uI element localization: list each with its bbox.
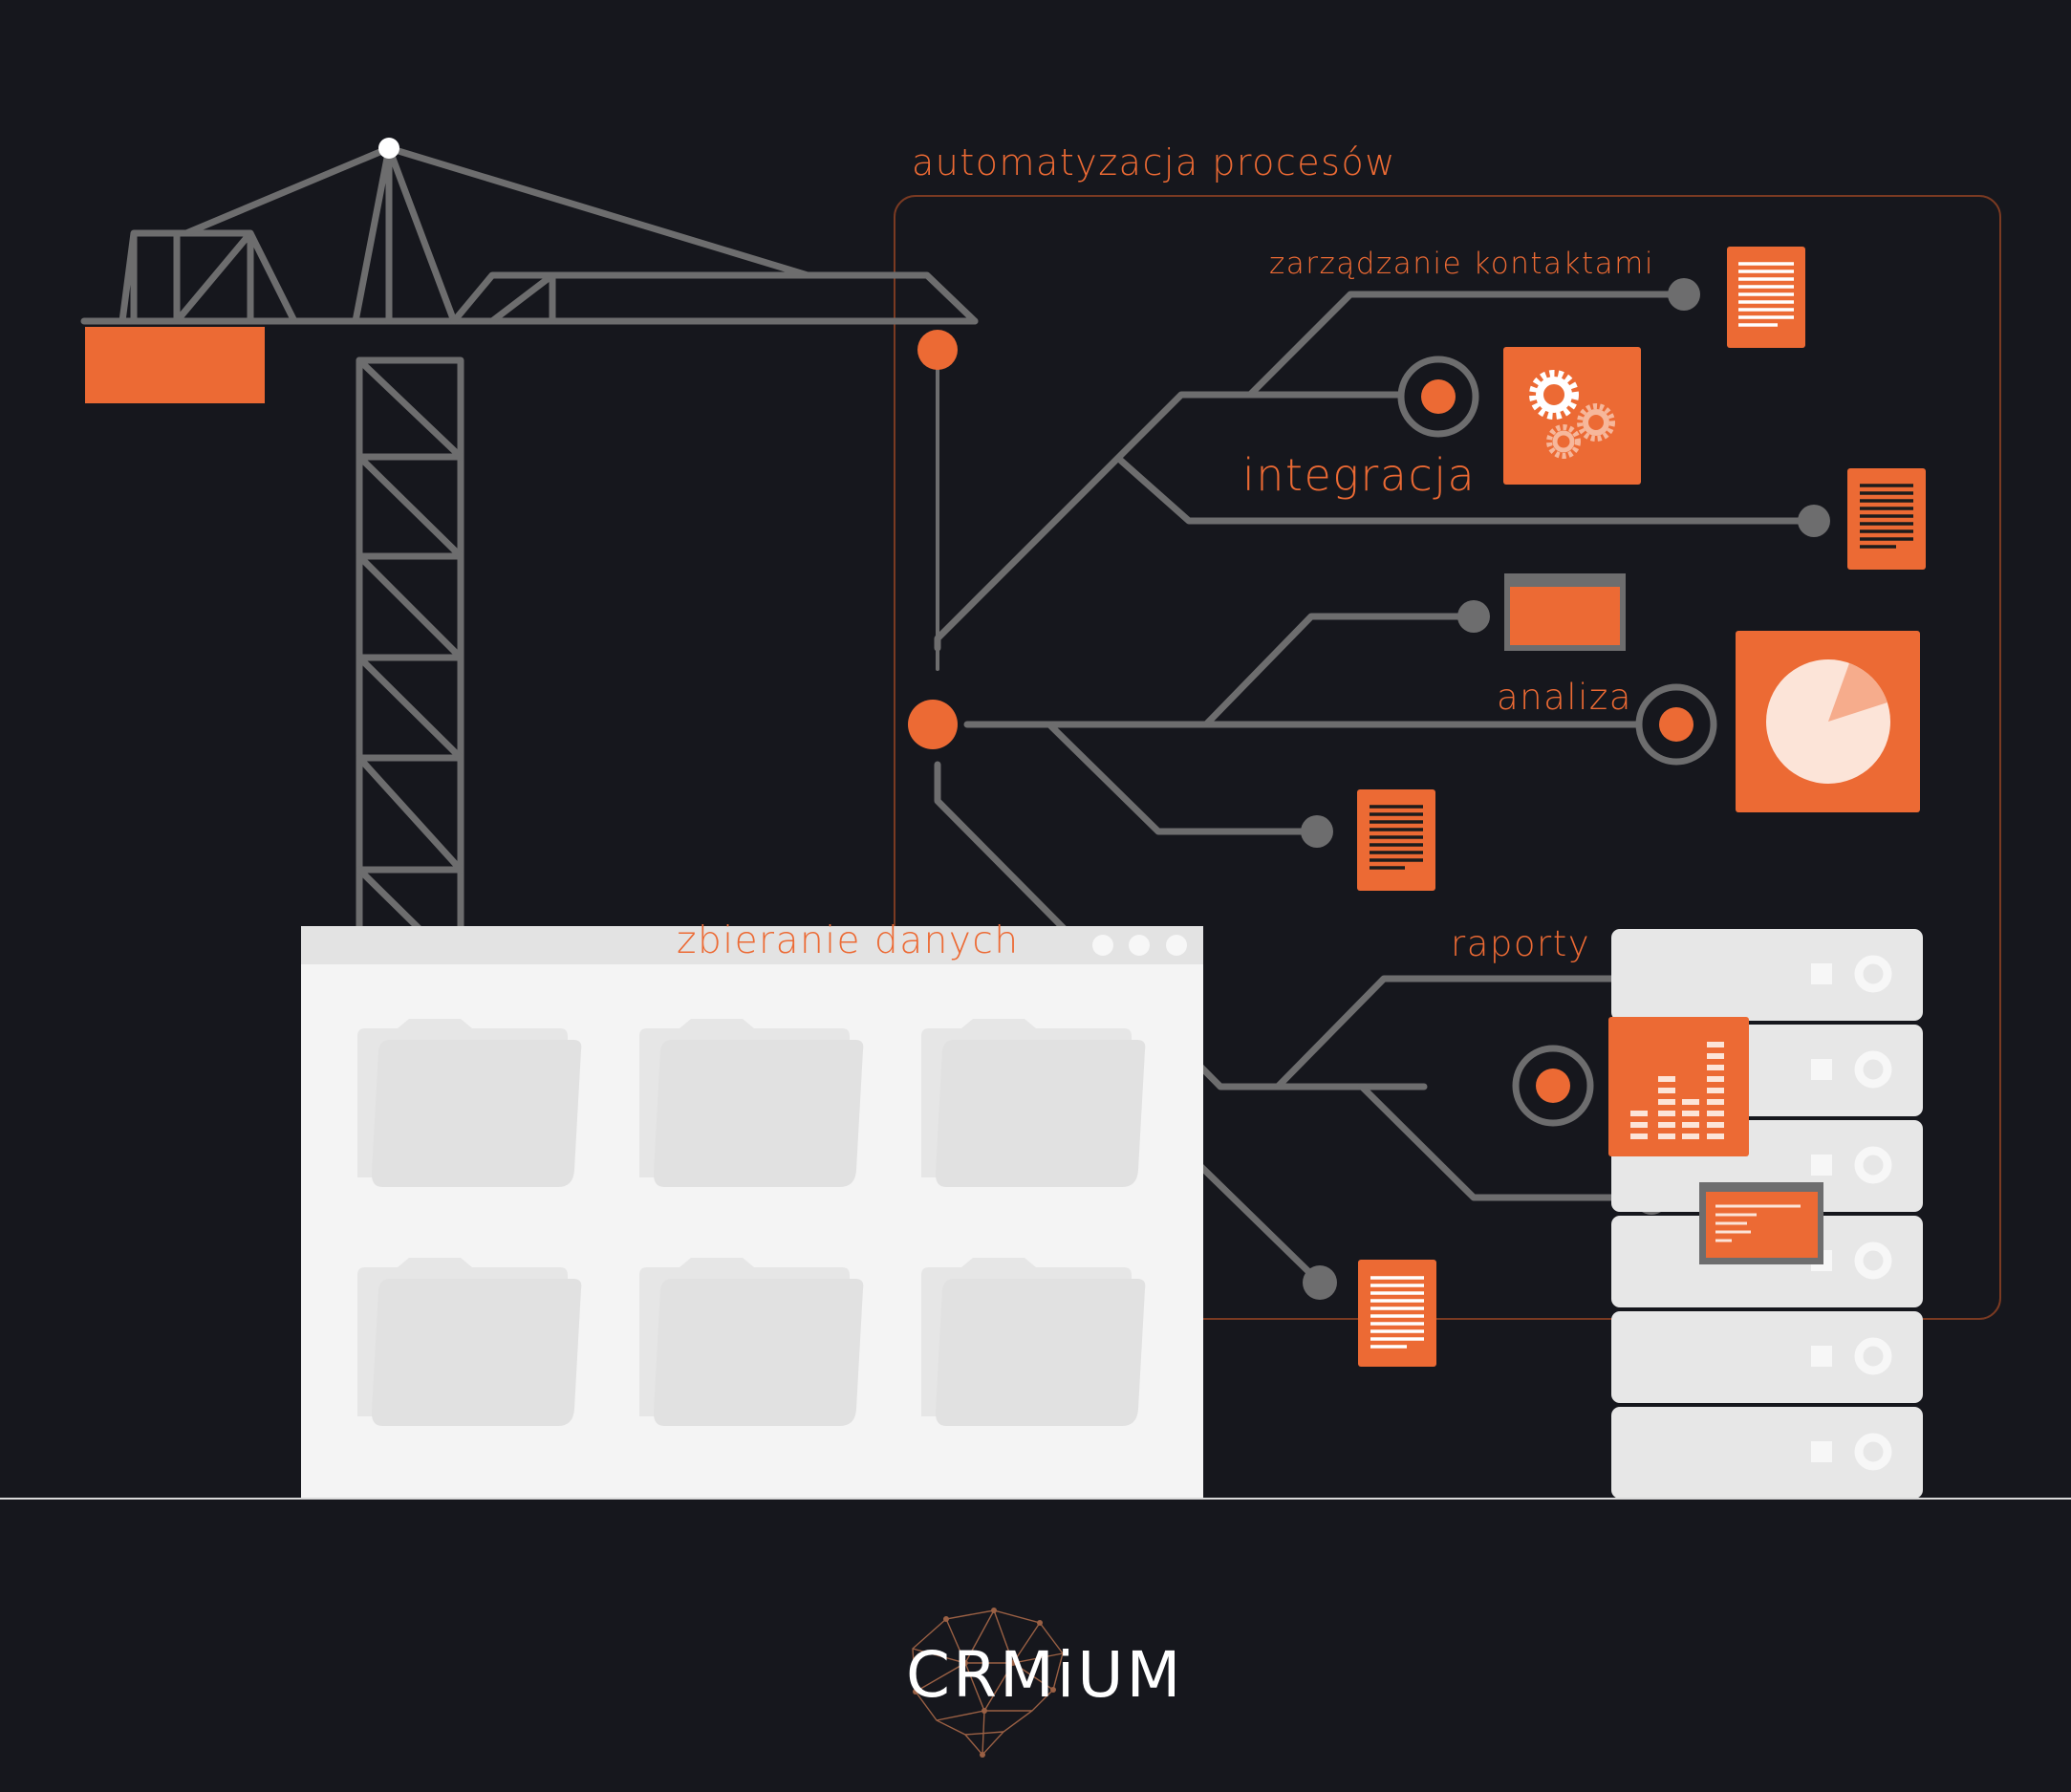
pie-chart-icon [1736, 631, 1920, 812]
report-window-icon [1699, 1182, 1823, 1264]
logo-mesh-nodes [913, 1608, 1056, 1758]
document-icon [1847, 468, 1926, 570]
hub-node [908, 700, 958, 749]
window-dot [1166, 935, 1187, 956]
automation-label: automatyzacja procesów [912, 141, 1396, 184]
counterweight [85, 327, 265, 403]
logo-wordmark: CRMiUM [906, 1638, 1184, 1712]
document-icon [1727, 247, 1805, 348]
window-node-dot [1457, 600, 1490, 633]
crane [80, 144, 979, 936]
document-node-dot [1301, 815, 1333, 848]
folder-icon [639, 1258, 864, 1426]
gears-icon [1503, 347, 1641, 485]
ring-node-reports [1512, 1045, 1594, 1127]
folder-icon [357, 1258, 582, 1426]
folder-icon [639, 1019, 864, 1187]
folder-grid [357, 1019, 1146, 1426]
document-node-dot [1798, 505, 1830, 537]
server-rack [1611, 929, 1923, 1499]
data-collection-label: zbieranie danych [677, 919, 1020, 962]
reports-label: raporty [1451, 923, 1591, 964]
ring-node-analysis [1635, 683, 1717, 766]
folder-icon [921, 1019, 1146, 1187]
analysis-label: analiza [1497, 677, 1632, 718]
hook-node [917, 330, 958, 370]
contacts-node-dot [1668, 278, 1700, 311]
folder-icon [357, 1019, 582, 1187]
bar-chart-icon [1608, 1017, 1749, 1156]
window-dot [1092, 935, 1113, 956]
contacts-label: zarządzanie kontaktami [1269, 247, 1654, 281]
document-node-dot [1303, 1265, 1337, 1300]
window-dot [1129, 935, 1150, 956]
window-icon [1504, 573, 1626, 651]
document-icon [1358, 1260, 1436, 1367]
integration-label: integracja [1242, 449, 1477, 501]
document-icon [1357, 789, 1435, 891]
automation-frame [894, 195, 2001, 1320]
folder-icon [921, 1258, 1146, 1426]
crane-top-pin [378, 138, 399, 159]
ring-node-integration [1397, 356, 1479, 438]
